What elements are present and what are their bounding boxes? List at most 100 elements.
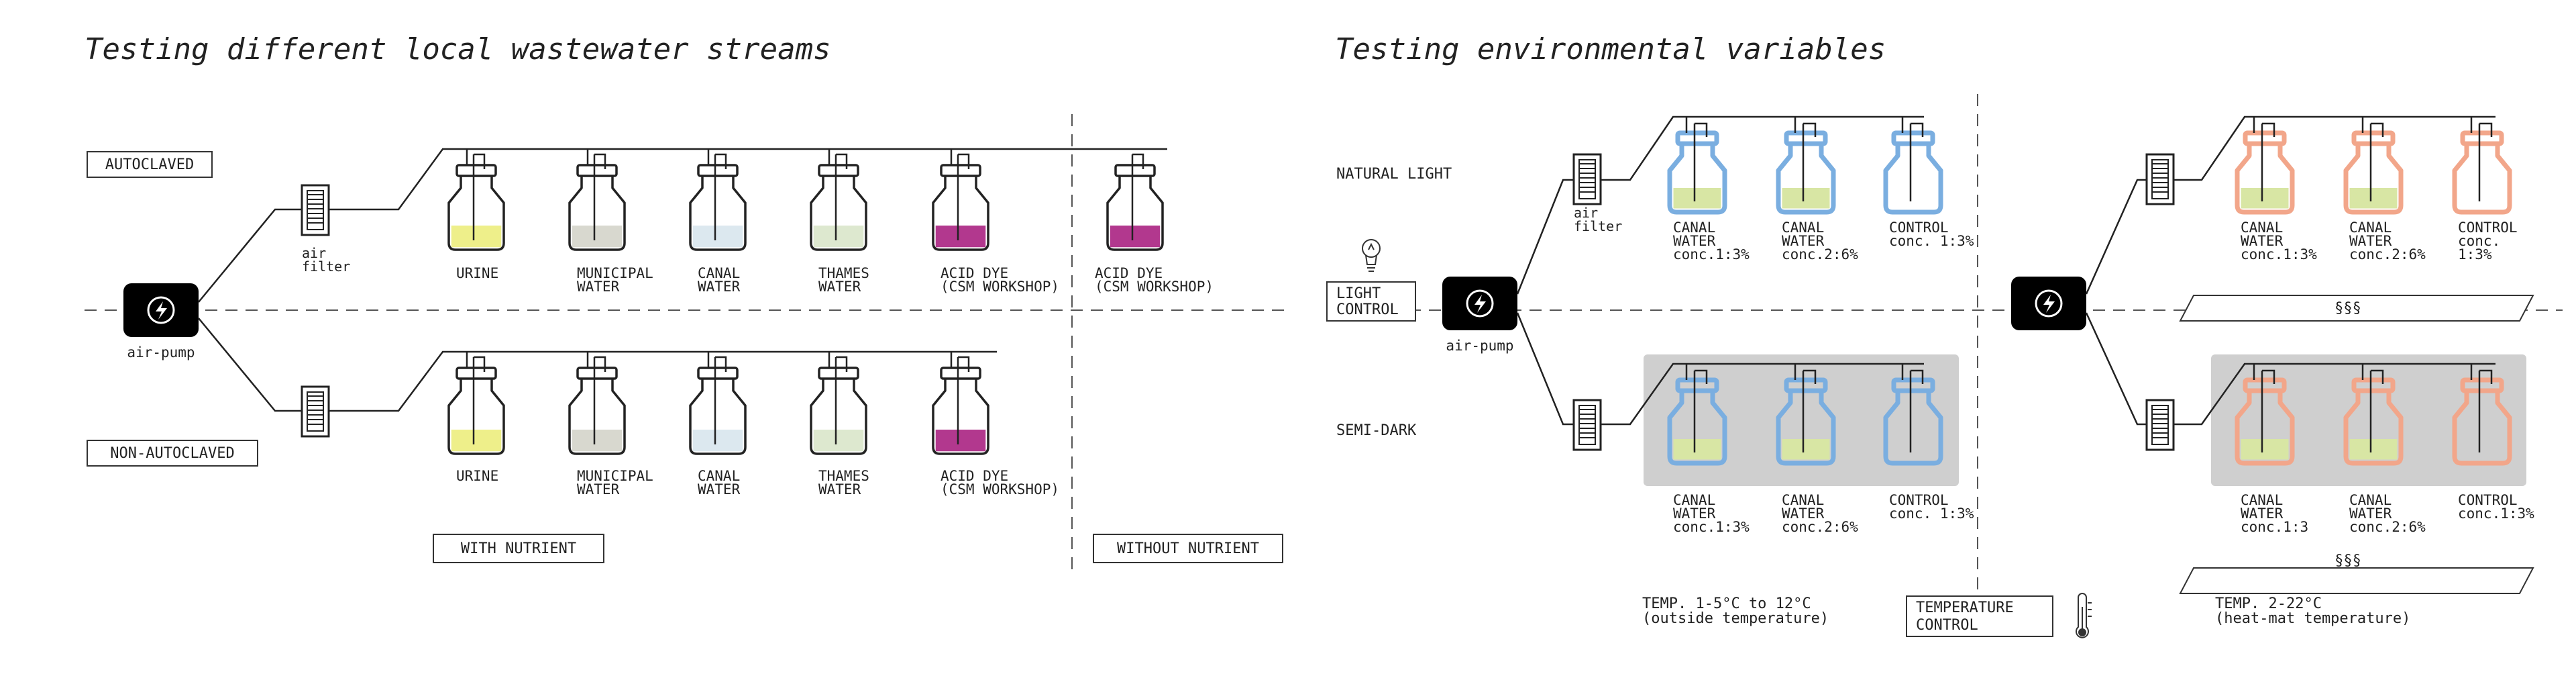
air-pump-right (2011, 277, 2086, 330)
tube-natural-light-bus (1601, 115, 1924, 181)
jar-liquid (692, 226, 743, 248)
heated-light-label-2-line-2: WATER (2349, 233, 2392, 249)
jar-body (1883, 391, 1943, 466)
semi-dark-jar-1 (1667, 377, 1727, 466)
jar-body (568, 176, 626, 251)
non-autoclaved-jar-2 (568, 367, 626, 455)
natural-light-label-1-line-1: CANAL (1673, 220, 1715, 236)
non-autoclaved-tube-out-4 (836, 356, 848, 372)
heated-light-label-2-line-3: conc.2:6% (2349, 246, 2426, 262)
autoclaved-tube-out-5 (958, 153, 970, 169)
heated-dark-label-2-line-3: conc.2:6% (2349, 519, 2426, 535)
semi-dark-label-2-line-2: WATER (1782, 505, 1825, 522)
heated-light-tube-out-3 (2479, 122, 2493, 137)
autoclaved-label-2-line-1: MUNICIPAL (577, 265, 653, 281)
heated-dark-label-1-line-3: conc.1:3 (2241, 519, 2308, 535)
jar-liquid (1673, 188, 1721, 209)
jar-body (2235, 391, 2295, 466)
semi-dark-label: SEMI-DARK (1336, 422, 1417, 439)
autoclaved-label-3-line-2: WATER (698, 279, 741, 295)
non-autoclaved-label: NON-AUTOCLAVED (110, 445, 234, 462)
heated-light-label-3-line-3: 1:3% (2458, 246, 2492, 262)
non-autoclaved-label-5-line-1: ACID DYE (941, 468, 1008, 484)
natural-light-label: NATURAL LIGHT (1336, 166, 1452, 183)
non-autoclaved-jar-5 (932, 367, 989, 455)
temperature-control-box: TEMPERATURE CONTROL (1906, 595, 2053, 637)
heated-light-label-2-line-1: CANAL (2349, 220, 2392, 236)
jar-body (810, 379, 867, 455)
jar-cap (455, 367, 497, 380)
temp-left-line-1: TEMP. 1-5°C to 12°C (1642, 595, 1811, 612)
heated-light-label-3-line-2: conc. (2458, 233, 2500, 249)
jar-cap (2351, 377, 2396, 393)
semi-dark-label-1-line-2: WATER (1673, 505, 1716, 522)
jar-body (689, 176, 747, 251)
non-autoclaved-label-3-line-1: CANAL (698, 468, 740, 484)
jar-body (932, 176, 989, 251)
non-autoclaved-label-3-line-2: WATER (698, 481, 741, 497)
tube-bottom-bus (329, 350, 997, 412)
non-autoclaved-jar-4 (810, 367, 867, 455)
heat-mat-top: §§§ (2179, 295, 2534, 322)
without-nutrient-label: WITHOUT NUTRIENT (1117, 540, 1259, 557)
non-autoclaved-box: NON-AUTOCLAVED (87, 440, 258, 467)
heated-dark-label-2-line-2: WATER (2349, 505, 2392, 522)
jar-body (810, 176, 867, 251)
autoclaved-jar-2 (568, 164, 626, 251)
semi-dark-label-2-line-1: CANAL (1782, 492, 1824, 508)
jar-liquid (813, 226, 864, 248)
tube-right-to-bottom-filter (2085, 312, 2147, 426)
jar-body (2452, 391, 2512, 466)
semi-dark-label-3-line-2: conc. 1:3% (1889, 505, 1974, 522)
jar-cap (1784, 377, 1828, 393)
jar-cap (576, 164, 618, 177)
natural-light-label-1-line-3: conc.1:3% (1673, 246, 1750, 262)
jar-liquid (2241, 439, 2289, 460)
heat-mat-bottom: §§§ (2179, 552, 2534, 594)
autoclaved-jar-3 (689, 164, 747, 251)
autoclaved-label-2-line-2: WATER (577, 279, 620, 295)
air-filter-right-top-icon (2145, 153, 2175, 205)
jar-cap (940, 164, 981, 177)
air-filter-right-bottom-icon (2145, 399, 2175, 451)
non-autoclaved-label-4-line-2: WATER (818, 481, 861, 497)
non-autoclaved-label-1-line-1: URINE (456, 468, 498, 484)
jar-cap (2243, 377, 2287, 393)
jar-cap (940, 367, 981, 380)
natural-light-label-3-line-2: conc. 1:3% (1889, 233, 1974, 249)
jar-liquid (692, 430, 743, 452)
light-control-line-2: CONTROL (1336, 301, 1399, 318)
heated-dark-tube-out-3 (2479, 369, 2493, 384)
natural-light-label-3-line-1: CONTROL (1889, 220, 1949, 236)
jar-cap (818, 164, 859, 177)
temp-right-line-1: TEMP. 2-22°C (2215, 595, 2322, 612)
jar-cap (1891, 377, 1935, 393)
non-autoclaved-label-2-line-2: WATER (577, 481, 620, 497)
air-pump-left-label: air-pump (127, 344, 195, 360)
air-filter-top-icon (301, 184, 330, 236)
autoclaved-label-4-line-1: THAMES (818, 265, 869, 281)
non-autoclaved-tube-out-5 (958, 356, 970, 372)
autoclaved-tube-out-2 (594, 153, 606, 169)
jar-body (2343, 391, 2404, 466)
natural-light-label-2-line-3: conc.2:6% (1782, 246, 1858, 262)
without-nutrient-jar (1106, 164, 1164, 251)
jar-cap (576, 367, 618, 380)
jar-cap (2243, 130, 2287, 146)
tube-top-bus (329, 148, 1167, 211)
jar-liquid (935, 226, 986, 248)
semi-dark-label-1-line-1: CANAL (1673, 492, 1715, 508)
light-control-line-1: LIGHT (1336, 285, 1381, 302)
title-right: Testing environmental variables (1335, 32, 1886, 66)
semi-dark-jar-2 (1776, 377, 1836, 466)
air-filter-left-line-2: filter (302, 258, 350, 275)
natural-light-tube-out-3 (1911, 122, 1924, 137)
temperature-control-line-1: TEMPERATURE (1916, 599, 2014, 616)
jar-body (2452, 144, 2512, 215)
temperature-control-line-2: CONTROL (1916, 617, 1978, 634)
jar-body (1667, 391, 1727, 466)
jar-body (447, 176, 505, 251)
semi-dark-label-3-line-1: CONTROL (1889, 492, 1949, 508)
heat-symbol-top: §§§ (2334, 300, 2361, 317)
